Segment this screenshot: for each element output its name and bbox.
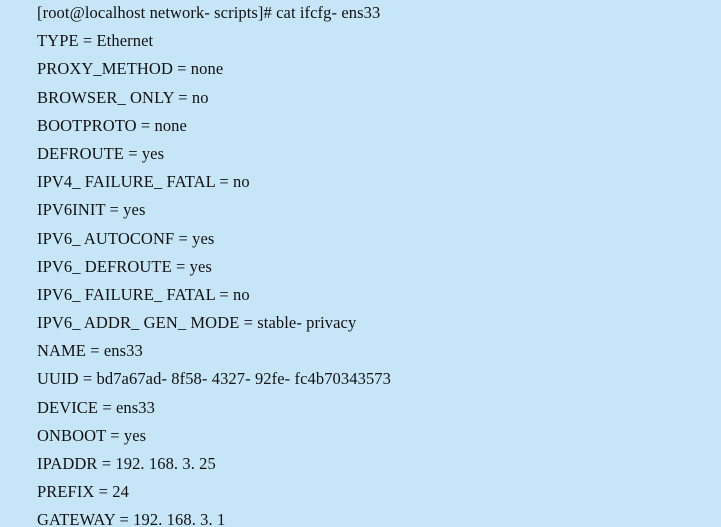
config-line-ipv6-addr-gen-mode: IPV6_ ADDR_ GEN_ MODE = stable- privacy [37,313,357,333]
config-line-ipaddr: IPADDR = 192. 168. 3. 25 [37,454,216,473]
config-line-ipv6-autoconf: IPV6_ AUTOCONF = yes [37,228,215,248]
config-line-gateway: GATEWAY = 192. 168. 3. 1 [37,510,226,527]
config-line-type: TYPE = Ethernet [37,31,154,51]
config-line-name: NAME = ens33 [37,341,143,361]
config-line-device: DEVICE = ens33 [37,397,155,417]
config-line-ipv6init: IPV6INIT = yes [37,200,146,220]
config-line-ipv4-failure-fatal: IPV4_ FAILURE_ FATAL = no [37,172,250,192]
config-line-uuid: UUID = bd7a67ad- 8f58- 4327- 92fe- fc4b7… [37,369,392,389]
config-line-defroute: DEFROUTE = yes [37,143,165,163]
config-line-onboot: ONBOOT = yes [37,425,147,445]
config-line-prefix: PREFIX = 24 [37,482,130,502]
config-line-ipv6-defroute: IPV6_ DEFROUTE = yes [37,256,212,276]
config-line-browser-only: BROWSER_ ONLY = no [37,87,209,107]
command-line: [root@localhost network- scripts]# cat i… [37,3,381,22]
config-line-bootproto: BOOTPROTO = none [37,115,187,135]
config-line-ipv6-failure-fatal: IPV6_ FAILURE_ FATAL = no [37,284,250,304]
config-line-proxy-method: PROXY_METHOD = none [37,59,224,79]
